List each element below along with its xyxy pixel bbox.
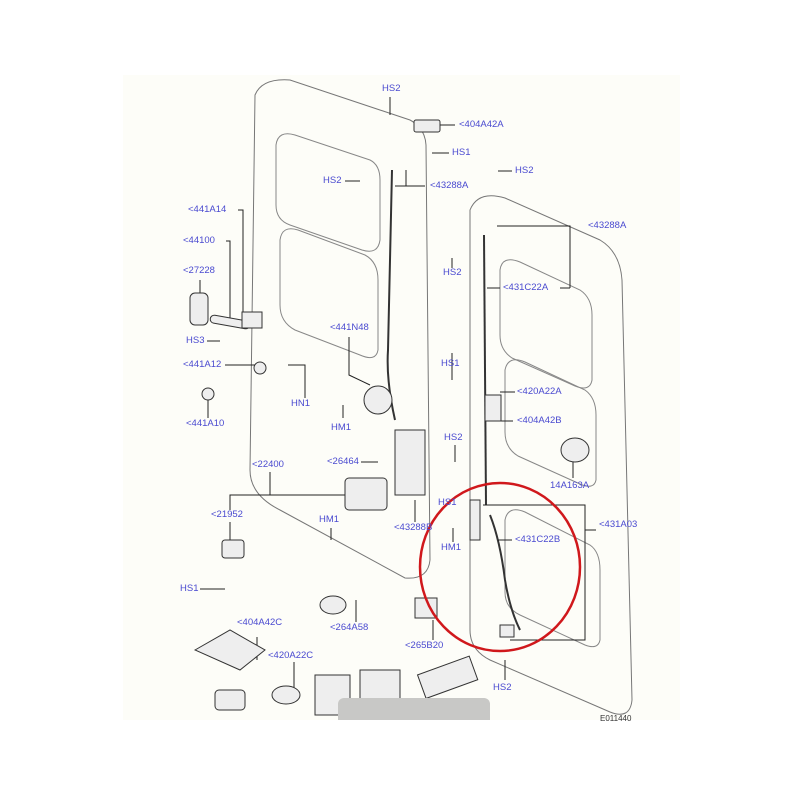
label-hm1[interactable]: HM1 — [319, 514, 340, 525]
label-hn1[interactable]: HN1 — [291, 398, 311, 409]
part-bottom-4 — [416, 655, 479, 700]
hinge-404A42A — [413, 119, 441, 133]
label-404a42b[interactable]: <404A42B — [517, 415, 562, 426]
part-bottom-1 — [214, 689, 246, 711]
label-hm1[interactable]: HM1 — [441, 542, 462, 553]
label-431c22a[interactable]: <431C22A — [503, 282, 549, 293]
bumper-264A58 — [319, 595, 347, 615]
label-441a10[interactable]: <441A10 — [186, 418, 225, 429]
label-431c22b[interactable]: <431C22B — [515, 534, 561, 545]
label-hs1[interactable]: HS1 — [180, 583, 199, 594]
handle-22400 — [344, 477, 388, 511]
label-hm1[interactable]: HM1 — [331, 422, 352, 433]
diagram-background — [123, 75, 680, 720]
label-hs2[interactable]: HS2 — [323, 175, 342, 186]
pad-420A22C — [271, 685, 301, 705]
label-265b20[interactable]: <265B20 — [405, 640, 444, 651]
label-441n48[interactable]: <441N48 — [330, 322, 369, 333]
plug-441A10 — [201, 387, 215, 401]
label-264a58[interactable]: <264A58 — [330, 622, 369, 633]
label-hs2[interactable]: HS2 — [515, 165, 534, 176]
label-hs2[interactable]: HS2 — [382, 83, 401, 94]
latch-43288B — [394, 429, 426, 496]
label-404a42c[interactable]: <404A42C — [237, 617, 283, 628]
label-hs1[interactable]: HS1 — [452, 147, 471, 158]
label-420a22c[interactable]: <420A22C — [268, 650, 314, 661]
label-44100[interactable]: <44100 — [183, 235, 215, 246]
cover-27228 — [189, 292, 209, 326]
right-door-outline — [469, 195, 633, 715]
label-hs2[interactable]: HS2 — [443, 267, 462, 278]
label-420a22a[interactable]: <420A22A — [517, 386, 562, 397]
label-431a03[interactable]: <431A03 — [599, 519, 638, 530]
bracket-404A42C — [193, 629, 266, 671]
lock-441N48 — [363, 385, 393, 415]
highlight-circle — [418, 481, 582, 653]
hinge-404A42B — [484, 394, 502, 422]
label-43288b[interactable]: <43288B — [394, 522, 433, 533]
rod-431C22B — [489, 514, 521, 631]
left-door-outline — [249, 79, 431, 579]
label-hs2[interactable]: HS2 — [493, 682, 512, 693]
label-43288a[interactable]: <43288A — [588, 220, 627, 231]
label-hs1[interactable]: HS1 — [438, 497, 457, 508]
label-hs2[interactable]: HS2 — [444, 432, 463, 443]
label-404a42a[interactable]: <404A42A — [459, 119, 504, 130]
latch-431A03-bottom — [499, 624, 515, 638]
bracket-441A14 — [241, 311, 263, 329]
cover-14A163A — [560, 437, 590, 463]
diagram-reference-number: E011440 — [600, 714, 632, 723]
label-441a14[interactable]: <441A14 — [188, 204, 227, 215]
clip-21952 — [221, 539, 245, 559]
bottom-grey-bar — [338, 698, 490, 720]
label-hs3[interactable]: HS3 — [186, 335, 205, 346]
label-hs1[interactable]: HS1 — [441, 358, 460, 369]
label-43288a[interactable]: <43288A — [430, 180, 469, 191]
latch-431A03-top — [469, 499, 481, 541]
cap-441A12 — [253, 361, 267, 375]
label-27228[interactable]: <27228 — [183, 265, 215, 276]
rod-431C22A — [483, 234, 487, 506]
label-14a163a[interactable]: 14A163A — [550, 480, 590, 491]
rod-43288A-left — [386, 169, 396, 421]
label-22400[interactable]: <22400 — [252, 459, 284, 470]
label-441a12[interactable]: <441A12 — [183, 359, 222, 370]
label-26464[interactable]: <26464 — [327, 456, 359, 467]
label-21952[interactable]: <21952 — [211, 509, 243, 520]
